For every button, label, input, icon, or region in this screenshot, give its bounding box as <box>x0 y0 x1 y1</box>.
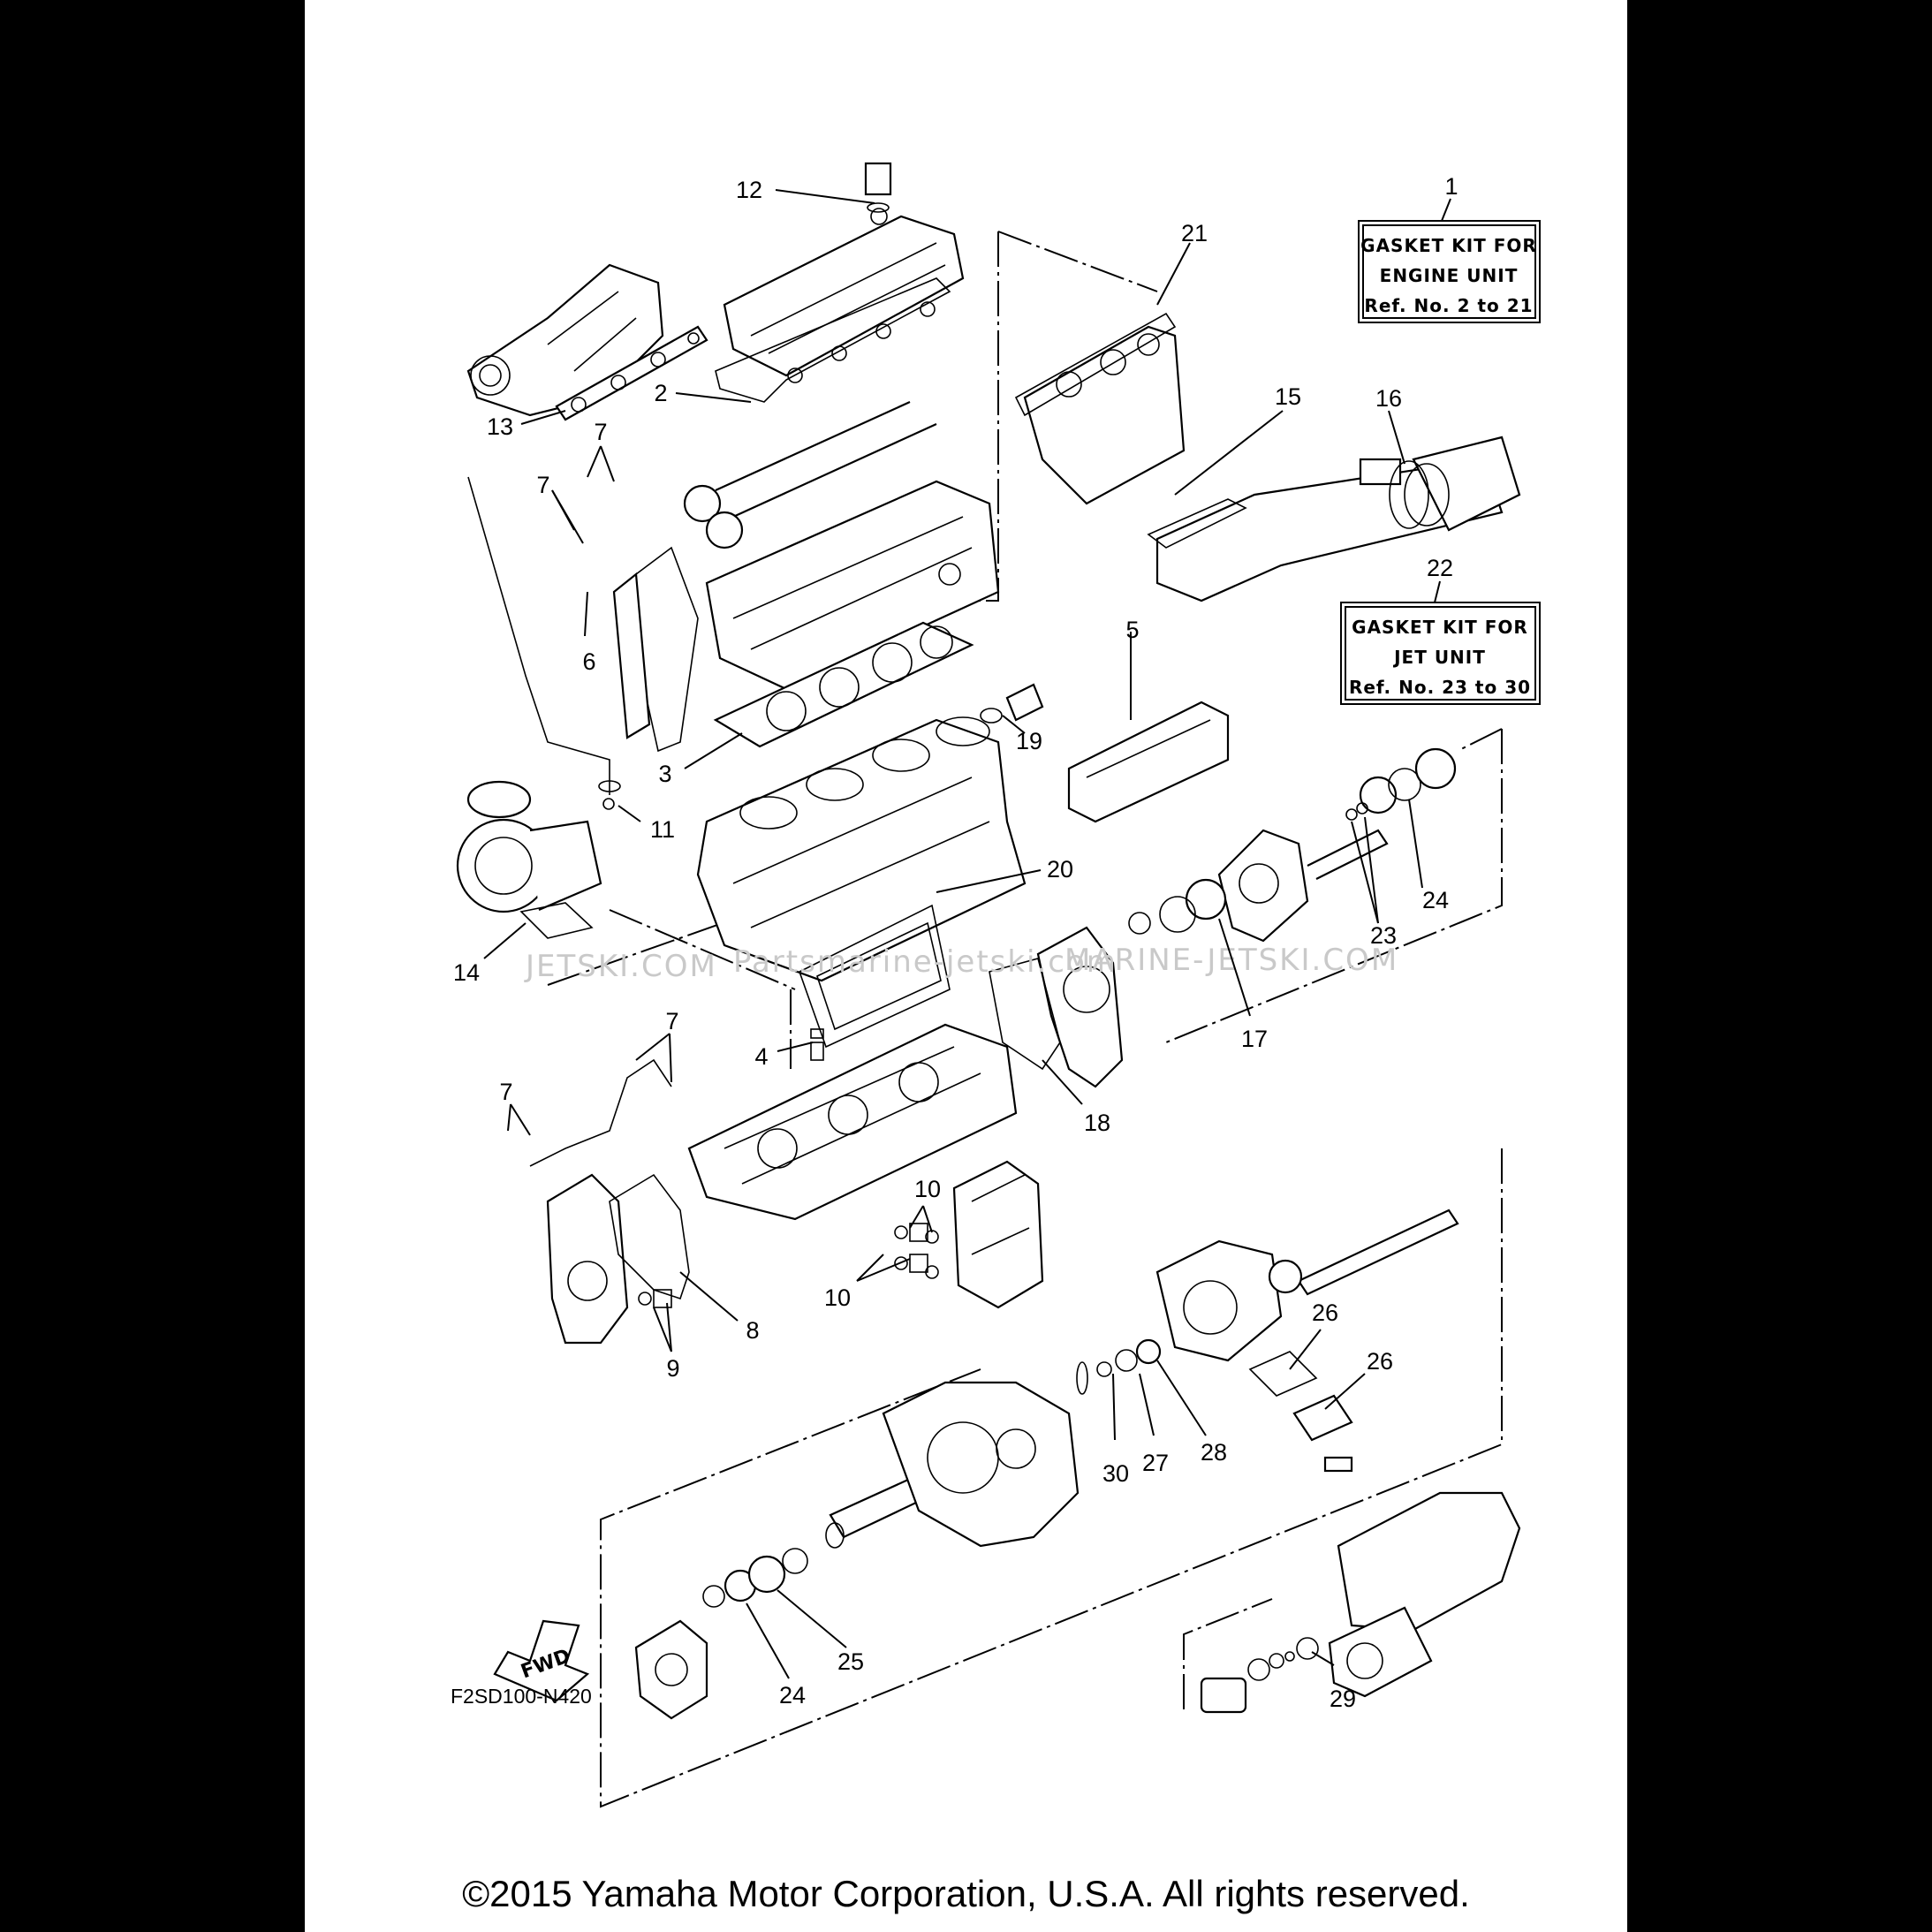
thermostat <box>980 683 1044 724</box>
assembly-frame-lines <box>547 231 1503 1808</box>
head-cover-gasket <box>715 277 951 403</box>
impeller-housing <box>634 1619 708 1720</box>
oil-level-gauge <box>467 476 621 810</box>
callout-number: 26 <box>1367 1348 1393 1375</box>
callout-number: 20 <box>1047 856 1073 883</box>
callout-number: 12 <box>736 177 762 203</box>
callout-number: 4 <box>754 1043 768 1070</box>
jet-housing-main <box>882 1381 1080 1548</box>
engine-gasket-kit-box: GASKET KIT FOR ENGINE UNIT Ref. No. 2 to… <box>1358 173 1541 323</box>
rear-seals <box>702 1522 845 1608</box>
intermediate-housing <box>1155 1239 1303 1362</box>
exhaust-manifold <box>466 263 664 417</box>
jet-seals <box>1076 1338 1162 1395</box>
callout-number: 11 <box>650 816 675 843</box>
callout-number: 25 <box>837 1648 864 1675</box>
callout-number: 18 <box>1084 1110 1110 1136</box>
kit-box-line: Ref. No. 23 to 30 <box>1349 677 1531 698</box>
kit-box-line: GASKET KIT FOR <box>1352 617 1528 638</box>
callout-number: 24 <box>1422 887 1449 913</box>
callout-number: 21 <box>1181 220 1208 246</box>
turbocharger <box>456 780 602 913</box>
watermark-text: MARINE-JETSKI.COM <box>1064 943 1398 978</box>
callout-number: 8 <box>746 1317 759 1344</box>
callout-number: 7 <box>536 472 549 498</box>
jet-pump-assembly <box>1328 1491 1521 1698</box>
intercooler <box>1147 458 1504 602</box>
generator-cover-gasket <box>989 958 1061 1071</box>
exhaust-gaskets <box>555 325 708 421</box>
jet-gasket-plates <box>1248 1351 1353 1473</box>
callout-number: 7 <box>499 1079 512 1105</box>
callout-number: 10 <box>824 1284 851 1311</box>
throttle-body <box>1404 436 1521 532</box>
callout-number: 22 <box>1427 555 1453 581</box>
kit-box-line: Ref. No. 2 to 21 <box>1364 295 1533 316</box>
oil-filler-cap <box>864 162 892 213</box>
cylinder-head-cover <box>723 208 965 377</box>
cylinder-block <box>696 716 1027 982</box>
crankcase <box>687 1023 1018 1221</box>
turbo-gasket <box>519 902 594 939</box>
callout-number: 24 <box>779 1682 806 1708</box>
callout-number: 16 <box>1375 385 1402 412</box>
fwd-arrow: FWD <box>493 1619 590 1702</box>
callout-number: 5 <box>1125 617 1139 643</box>
oil-pump <box>546 1173 629 1345</box>
crankcase-gasket <box>799 904 951 1049</box>
callout-number: 10 <box>914 1176 941 1202</box>
intake-gasket <box>1014 312 1177 417</box>
throttle-gasket <box>1389 460 1429 529</box>
callout-number: 26 <box>1312 1299 1338 1326</box>
head-gasket <box>713 621 974 748</box>
drive-coupling <box>1217 829 1389 943</box>
watermark: JETSKI.COM Partsmarine-jetski.com MARINE… <box>524 943 1398 984</box>
jet-gasket-kit-box: GASKET KIT FOR JET UNIT Ref. No. 23 to 3… <box>1340 555 1541 705</box>
kit-box-line: JET UNIT <box>1392 647 1486 668</box>
watermark-text: JETSKI.COM <box>524 949 717 984</box>
generator-cover <box>1036 926 1124 1088</box>
kit-box-line: GASKET KIT FOR <box>1360 235 1537 256</box>
jet-bushings <box>1200 1637 1319 1714</box>
intake-manifold <box>1023 325 1186 505</box>
diagram-code: F2SD100-N420 <box>451 1685 592 1708</box>
watermark-text: Partsmarine-jetski.com <box>733 944 1118 980</box>
callout-number: 15 <box>1275 383 1301 410</box>
callout-number: 6 <box>582 648 595 675</box>
callout-number: 9 <box>666 1355 679 1382</box>
timing-chain <box>612 546 699 753</box>
camshafts <box>683 400 937 549</box>
callout-number: 1 <box>1444 173 1458 200</box>
callout-number: 17 <box>1241 1026 1268 1052</box>
callout-number: 29 <box>1330 1686 1356 1712</box>
callout-number: 2 <box>654 380 667 406</box>
callout-number: 3 <box>658 761 671 787</box>
oil-pipe <box>529 1058 672 1167</box>
callout-number: 28 <box>1201 1439 1227 1466</box>
kit-box-line: ENGINE UNIT <box>1380 265 1519 286</box>
copyright-notice: ©2015 Yamaha Motor Corporation, U.S.A. A… <box>462 1873 1470 1914</box>
oil-seals-drive <box>1128 747 1457 935</box>
callout-number: 27 <box>1142 1450 1169 1476</box>
callout-number: 13 <box>487 413 513 440</box>
callout-number: 14 <box>453 959 480 986</box>
callout-number: 7 <box>594 419 607 445</box>
oil-pump-gasket <box>609 1173 690 1300</box>
exploded-parts-diagram: GASKET KIT FOR ENGINE UNIT Ref. No. 2 to… <box>451 162 1541 1808</box>
callout-number: 7 <box>665 1008 678 1034</box>
callouts: 12 21 2 13 7 7 15 16 6 5 3 19 11 20 14 2… <box>453 177 1449 1712</box>
cylinder-head <box>705 480 1000 691</box>
callout-number: 19 <box>1016 728 1042 754</box>
o-rings-9 <box>638 1289 672 1308</box>
dowels-4 <box>810 1028 824 1061</box>
cylinder-block-drive <box>952 1160 1044 1309</box>
leader-lines <box>483 189 1423 1679</box>
callout-number: 30 <box>1102 1460 1129 1487</box>
oil-cooler <box>1067 701 1230 823</box>
callout-number: 23 <box>1370 922 1397 949</box>
